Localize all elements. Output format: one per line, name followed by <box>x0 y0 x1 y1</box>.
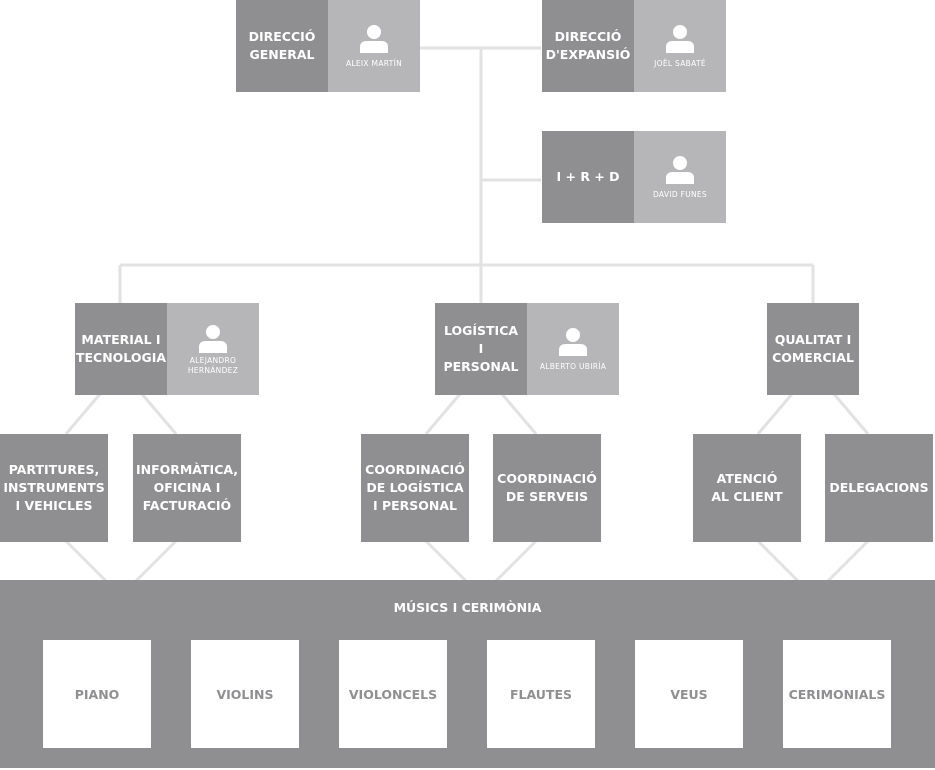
direccio-general-person: ALEIX MARTÍN <box>328 0 420 92</box>
musics-cerimonia-band: MÚSICS I CERIMÒNIA PIANO VIOLINS VIOLONC… <box>0 580 935 768</box>
person-icon <box>665 154 695 184</box>
section-piano: PIANO <box>43 640 151 748</box>
section-veus: VEUS <box>635 640 743 748</box>
section-flautes: FLAUTES <box>487 640 595 748</box>
person-name: JOËL SABATÉ <box>654 59 706 68</box>
person-icon <box>665 23 695 53</box>
direccio-expansio-box: DIRECCIÓ D'EXPANSIÓ <box>542 0 634 92</box>
dept-label: LOGÍSTICA I PERSONAL <box>443 323 519 374</box>
dept-logistica-personal-person: ALBERTO UBIRÍA <box>527 303 619 395</box>
section-violoncels: VIOLONCELS <box>339 640 447 748</box>
sub-label: ATENCIÓ AL CLIENT <box>711 471 783 504</box>
person-icon <box>198 323 228 353</box>
sub-label: DELEGACIONS <box>829 480 929 495</box>
sub-coordinacio-serveis: COORDINACIÓ DE SERVEIS <box>493 434 601 542</box>
dept-label: MATERIAL I TECNOLOGIA <box>75 332 167 365</box>
person-name: ALEJANDRO HERNÁNDEZ <box>187 355 239 375</box>
dept-label: QUALITAT I COMERCIAL <box>772 332 854 365</box>
sub-label: COORDINACIÓ DE SERVEIS <box>497 471 597 504</box>
direccio-expansio-label: DIRECCIÓ D'EXPANSIÓ <box>545 29 631 62</box>
sub-delegacions: DELEGACIONS <box>825 434 933 542</box>
person-icon <box>558 326 588 356</box>
ird-box: I + R + D <box>542 131 634 223</box>
dept-material-tecnologia: MATERIAL I TECNOLOGIA <box>75 303 167 395</box>
dept-qualitat-comercial: QUALITAT I COMERCIAL <box>767 303 859 395</box>
person-icon <box>359 23 389 53</box>
sub-label: INFORMÀTICA, OFICINA I FACTURACIÓ <box>135 462 239 513</box>
ird-label: I + R + D <box>556 169 620 184</box>
person-name: ALBERTO UBIRÍA <box>539 362 607 371</box>
ird-person: DAVID FUNES <box>634 131 726 223</box>
direccio-expansio-person: JOËL SABATÉ <box>634 0 726 92</box>
dept-logistica-personal: LOGÍSTICA I PERSONAL <box>435 303 527 395</box>
sub-informatica: INFORMÀTICA, OFICINA I FACTURACIÓ <box>133 434 241 542</box>
sub-label: COORDINACIÓ DE LOGÍSTICA I PERSONAL <box>365 462 465 513</box>
section-violins: VIOLINS <box>191 640 299 748</box>
sub-label: PARTITURES, INSTRUMENTS I VEHICLES <box>3 462 105 513</box>
person-name: DAVID FUNES <box>652 190 707 199</box>
direccio-general-label: DIRECCIÓ GENERAL <box>248 29 316 62</box>
person-name: ALEIX MARTÍN <box>345 59 403 68</box>
section-cerimonials: CERIMONIALS <box>783 640 891 748</box>
sub-coordinacio-logistica: COORDINACIÓ DE LOGÍSTICA I PERSONAL <box>361 434 469 542</box>
musics-title: MÚSICS I CERIMÒNIA <box>393 600 542 615</box>
sub-partitures: PARTITURES, INSTRUMENTS I VEHICLES <box>0 434 108 542</box>
sub-atencio-client: ATENCIÓ AL CLIENT <box>693 434 801 542</box>
dept-material-tecnologia-person: ALEJANDRO HERNÁNDEZ <box>167 303 259 395</box>
direccio-general-box: DIRECCIÓ GENERAL <box>236 0 328 92</box>
